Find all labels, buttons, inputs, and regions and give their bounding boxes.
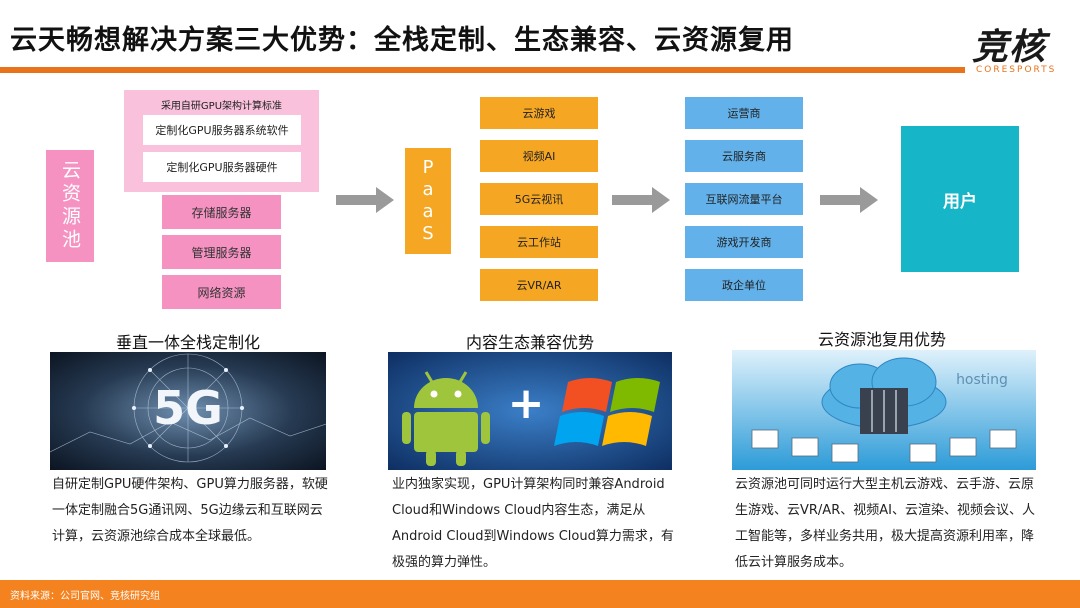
page-title: 云天畅想解决方案三大优势：全栈定制、生态兼容、云资源复用 <box>10 25 794 56</box>
advantage-text-ecosystem: 业内独家实现，GPU计算架构同时兼容Android Cloud和Windows … <box>392 477 674 570</box>
network-resource-box: 网络资源 <box>162 275 281 309</box>
computer-icon <box>751 429 1017 463</box>
android-windows-image: + <box>388 352 672 470</box>
gpu-item-software: 定制化GPU服务器系统软件 <box>143 115 301 145</box>
android-icon <box>402 371 490 466</box>
service-video-ai: 视频AI <box>480 140 598 172</box>
channel-internet-platform: 互联网流量平台 <box>685 183 803 215</box>
brand-logo: 竞核 CORESPORTS <box>972 18 1068 80</box>
service-5g-video: 5G云视讯 <box>480 183 598 215</box>
gpu-panel-caption: 采用自研GPU架构计算标准 <box>160 101 283 112</box>
service-cloud-workstation: 云工作站 <box>480 226 598 258</box>
footer-bar: 资料来源：公司官网、竞核研究组 <box>0 580 1080 608</box>
management-server-box: 管理服务器 <box>162 235 281 269</box>
windows-icon <box>554 378 660 446</box>
server-icon <box>860 388 908 434</box>
5g-network-image: 5G <box>50 352 326 470</box>
cloud-hosting-image: hosting <box>732 350 1036 470</box>
channel-game-developer: 游戏开发商 <box>685 226 803 258</box>
hosting-label: hosting <box>956 372 1008 388</box>
advantage-title-ecosystem: 内容生态兼容优势 <box>465 333 594 352</box>
cloud-resource-pool-box: 云资源池 <box>46 150 94 262</box>
channel-government-enterprise: 政企单位 <box>685 269 803 301</box>
advantage-text-reuse: 云资源池可同时运行大型主机云游戏、云手游、云原生游戏、云VR/AR、视频AI、云… <box>735 477 1035 570</box>
gpu-item-hardware: 定制化GPU服务器硬件 <box>143 152 301 182</box>
paas-letter: a <box>422 201 434 222</box>
flow-arrow-icon <box>820 187 878 213</box>
flow-arrow-icon <box>612 187 670 213</box>
advantage-title-reuse: 云资源池复用优势 <box>817 330 946 349</box>
logo-subtitle: CORESPORTS <box>976 65 1057 75</box>
advantage-title-fullstack: 垂直一体全栈定制化 <box>115 333 260 352</box>
storage-server-box: 存储服务器 <box>162 195 281 229</box>
paas-letter: P <box>422 157 434 178</box>
title-underline <box>0 67 965 73</box>
paas-box: P a a S <box>405 148 451 254</box>
user-box: 用户 <box>901 126 1019 272</box>
5g-label: 5G <box>153 381 223 435</box>
source-note: 资料来源：公司官网、竞核研究组 <box>10 591 160 602</box>
plus-icon: + <box>508 378 545 429</box>
advantage-text-fullstack: 自研定制GPU硬件架构、GPU算力服务器，软硬一体定制融合5G通讯网、5G边缘云… <box>52 477 328 544</box>
service-cloud-vr-ar: 云VR/AR <box>480 269 598 301</box>
channel-operator: 运营商 <box>685 97 803 129</box>
flow-arrow-icon <box>336 187 394 213</box>
service-cloud-gaming: 云游戏 <box>480 97 598 129</box>
logo-mark: 竞核 <box>972 27 1047 68</box>
paas-letter: a <box>422 179 434 200</box>
paas-letter: S <box>422 223 434 244</box>
channel-cloud-provider: 云服务商 <box>685 140 803 172</box>
